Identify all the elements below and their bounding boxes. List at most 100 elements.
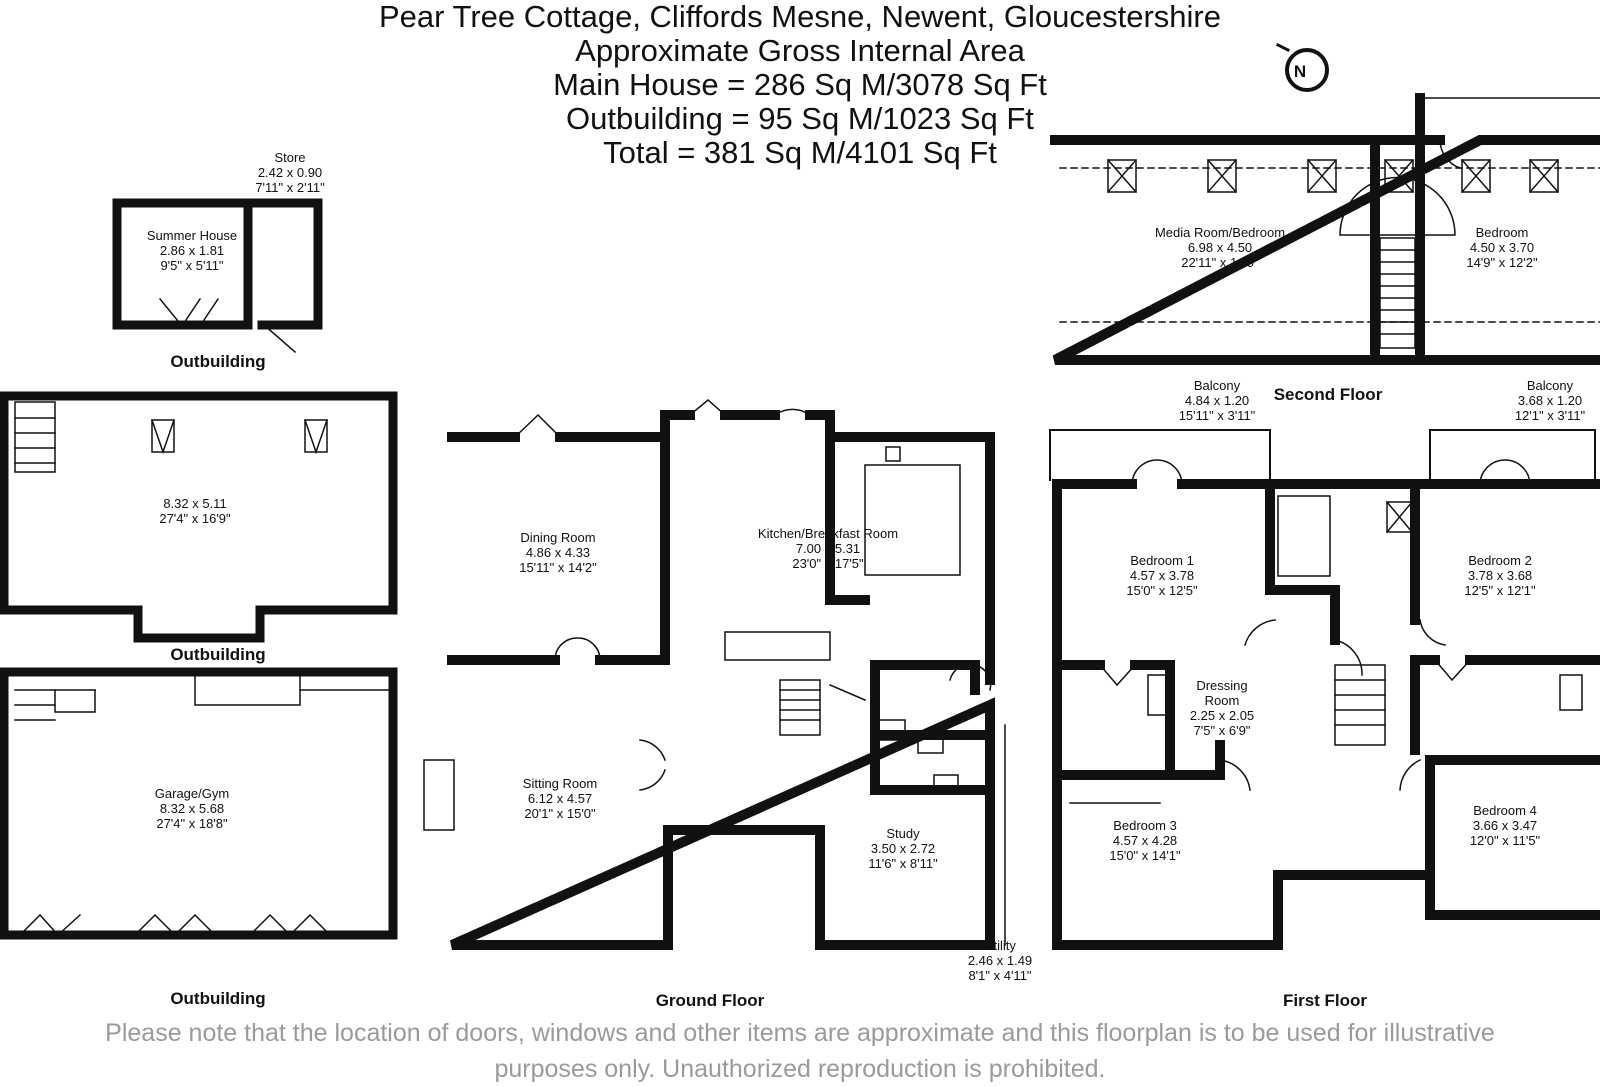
- room-garage-gym: Garage/Gym 8.32 x 5.68 27'4" x 18'8": [155, 786, 229, 831]
- room-imperial: 7'5" x 6'9": [1194, 723, 1251, 738]
- room-name: Bedroom 4: [1473, 803, 1537, 818]
- room-imperial: 12'0" x 11'5": [1470, 833, 1541, 848]
- room-name: Dining Room: [520, 530, 595, 545]
- room-balcony-right: Balcony 3.68 x 1.20 12'1" x 3'11": [1515, 378, 1586, 423]
- north-label: N: [1294, 62, 1306, 81]
- room-imperial: 8'1" x 4'11": [968, 968, 1031, 983]
- room-bedroom-4: Bedroom 4 3.66 x 3.47 12'0" x 11'5": [1470, 803, 1541, 848]
- room-bedroom-3: Bedroom 3 4.57 x 4.28 15'0" x 14'1": [1109, 818, 1181, 863]
- room-name: Kitchen/Breakfast Room: [758, 526, 898, 541]
- room-name: Utility: [984, 938, 1016, 953]
- room-imperial: 12'5" x 12'1": [1464, 583, 1536, 598]
- room-imperial: 27'4" x 18'8": [156, 816, 228, 831]
- outbuilding-bottom-label: Outbuilding: [170, 989, 265, 1008]
- room-metric: 4.57 x 3.78: [1130, 568, 1194, 583]
- room-media: Media Room/Bedroom 6.98 x 4.50 22'11" x …: [1155, 225, 1285, 270]
- room-metric: 2.46 x 1.49: [968, 953, 1032, 968]
- room-metric: 4.84 x 1.20: [1185, 393, 1249, 408]
- room-metric: 3.78 x 3.68: [1468, 568, 1532, 583]
- room-metric: 2.25 x 2.05: [1190, 708, 1254, 723]
- second-floor-walls: [1050, 93, 1600, 365]
- ground-floor-label: Ground Floor: [656, 991, 765, 1010]
- room-metric: 7.00 x 5.31: [796, 541, 860, 556]
- garage-details: [0, 675, 391, 937]
- room-metric: 3.50 x 2.72: [871, 841, 935, 856]
- outbuilding-area: Outbuilding = 95 Sq M/1023 Sq Ft: [566, 101, 1034, 136]
- room-name: Bedroom 3: [1113, 818, 1177, 833]
- room-bedroom-second-floor: Bedroom 4.50 x 3.70 14'9" x 12'2": [1466, 225, 1538, 270]
- room-study: Study 3.50 x 2.72 11'6" x 8'11": [868, 826, 938, 871]
- summer-house-doors: [158, 297, 297, 354]
- room-metric: 3.66 x 3.47: [1473, 818, 1537, 833]
- room-metric: 6.12 x 4.57: [528, 791, 592, 806]
- room-balcony-left: Balcony 4.84 x 1.20 15'11" x 3'11": [1179, 378, 1256, 423]
- area-heading: Approximate Gross Internal Area: [575, 33, 1025, 68]
- room-metric: 3.68 x 1.20: [1518, 393, 1582, 408]
- first-floor-balconies: [1049, 429, 1596, 481]
- main-house-area: Main House = 286 Sq M/3078 Sq Ft: [553, 67, 1047, 102]
- disclaimer: Please note that the location of doors, …: [0, 1015, 1600, 1087]
- room-utility: Utility 2.46 x 1.49 8'1" x 4'11": [968, 938, 1032, 983]
- plan-header: Pear Tree Cottage, Cliffords Mesne, Newe…: [300, 0, 1300, 170]
- room-bedroom-1: Bedroom 1 4.57 x 3.78 15'0" x 12'5": [1126, 553, 1198, 598]
- room-name: Summer House: [147, 228, 237, 243]
- outbuilding-small-label: Outbuilding: [170, 352, 265, 371]
- room-name: Bedroom 1: [1130, 553, 1194, 568]
- room-metric: 6.98 x 4.50: [1188, 240, 1252, 255]
- room-imperial: 11'6" x 8'11": [868, 856, 938, 871]
- room-imperial: 22'11" x 14'9": [1181, 255, 1259, 270]
- room-metric: 4.57 x 4.28: [1113, 833, 1177, 848]
- room-metric: 2.86 x 1.81: [160, 243, 224, 258]
- room-imperial: 14'9" x 12'2": [1466, 255, 1538, 270]
- room-name: Media Room/Bedroom: [1155, 225, 1285, 240]
- room-metric: 2.42 x 0.90: [258, 165, 322, 180]
- room-imperial: 20'1" x 15'0": [524, 806, 596, 821]
- room-imperial: 15'11" x 3'11": [1179, 408, 1256, 423]
- room-name: Bedroom: [1476, 225, 1529, 240]
- garage-walls: [0, 667, 398, 940]
- room-imperial: 9'5" x 5'11": [160, 258, 223, 273]
- disclaimer-line-2: purposes only. Unauthorized reproduction…: [494, 1055, 1106, 1083]
- room-dining: Dining Room 4.86 x 4.33 15'11" x 14'2": [519, 530, 597, 575]
- room-dressing: Dressing Room 2.25 x 2.05 7'5" x 6'9": [1190, 678, 1254, 738]
- north-arrow-icon: [1275, 42, 1329, 92]
- room-name: Bedroom 2: [1468, 553, 1532, 568]
- room-outbuilding: 8.32 x 5.11 27'4" x 16'9": [159, 496, 231, 526]
- room-name-line2: Room: [1205, 693, 1240, 708]
- outbuilding-middle-walls: [0, 391, 398, 643]
- summer-house-walls: [112, 198, 323, 330]
- room-name: Balcony: [1527, 378, 1574, 393]
- first-floor-label: First Floor: [1283, 991, 1367, 1010]
- first-floor-details: [1069, 459, 1583, 876]
- room-name: Garage/Gym: [155, 786, 229, 801]
- disclaimer-line-1: Please note that the location of doors, …: [105, 1019, 1495, 1047]
- room-sitting: Sitting Room 6.12 x 4.57 20'1" x 15'0": [523, 776, 597, 821]
- room-name: Store: [274, 150, 305, 165]
- second-floor-label: Second Floor: [1274, 385, 1383, 404]
- room-imperial: 15'0" x 12'5": [1126, 583, 1198, 598]
- outbuilding-middle-details: [14, 401, 328, 473]
- room-store: Store 2.42 x 0.90 7'11" x 2'11": [255, 150, 325, 195]
- room-metric: 8.32 x 5.68: [160, 801, 224, 816]
- room-imperial: 15'11" x 14'2": [519, 560, 597, 575]
- total-area: Total = 381 Sq M/4101 Sq Ft: [603, 135, 997, 170]
- outbuilding-middle-label: Outbuilding: [170, 645, 265, 664]
- room-metric: 4.86 x 4.33: [526, 545, 590, 560]
- room-kitchen: Kitchen/Breakfast Room 7.00 x 5.31 23'0"…: [758, 526, 898, 571]
- room-imperial: 15'0" x 14'1": [1109, 848, 1181, 863]
- room-name: Study: [886, 826, 920, 841]
- room-metric: 4.50 x 3.70: [1470, 240, 1534, 255]
- room-imperial: 7'11" x 2'11": [255, 180, 325, 195]
- room-summer-house: Summer House 2.86 x 1.81 9'5" x 5'11": [147, 228, 237, 273]
- room-imperial: 27'4" x 16'9": [159, 511, 231, 526]
- room-imperial: 12'1" x 3'11": [1515, 408, 1586, 423]
- room-name-line1: Dressing: [1196, 678, 1247, 693]
- room-metric: 8.32 x 5.11: [163, 496, 226, 511]
- room-name: Sitting Room: [523, 776, 597, 791]
- property-title: Pear Tree Cottage, Cliffords Mesne, Newe…: [379, 0, 1221, 34]
- ground-floor-details: [423, 399, 1006, 946]
- room-name: Balcony: [1194, 378, 1241, 393]
- room-bedroom-2: Bedroom 2 3.78 x 3.68 12'5" x 12'1": [1464, 553, 1536, 598]
- room-imperial: 23'0" x 17'5": [792, 556, 864, 571]
